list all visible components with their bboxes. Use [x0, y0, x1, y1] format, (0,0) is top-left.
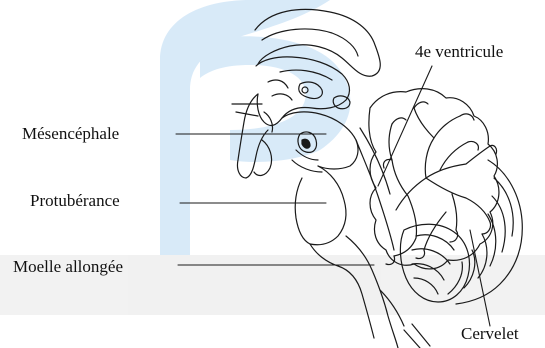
- label-4e-ventricule: 4e ventricule: [415, 42, 503, 62]
- label-mesencephale: Mésencéphale: [22, 124, 119, 144]
- label-moelle-allongee: Moelle allongée: [13, 257, 123, 277]
- cerebellum-folia: [383, 102, 496, 265]
- aqueduct-fill: [302, 139, 310, 148]
- cervelet-outline: [369, 89, 499, 269]
- label-protuberance: Protubérance: [30, 191, 120, 211]
- label-cervelet: Cervelet: [461, 324, 519, 344]
- thalamus-lobe-lines: [268, 80, 292, 100]
- protuberance-outline: [295, 166, 346, 245]
- arbor-vitae: [389, 108, 490, 256]
- spinal-cord-lines: [404, 324, 430, 348]
